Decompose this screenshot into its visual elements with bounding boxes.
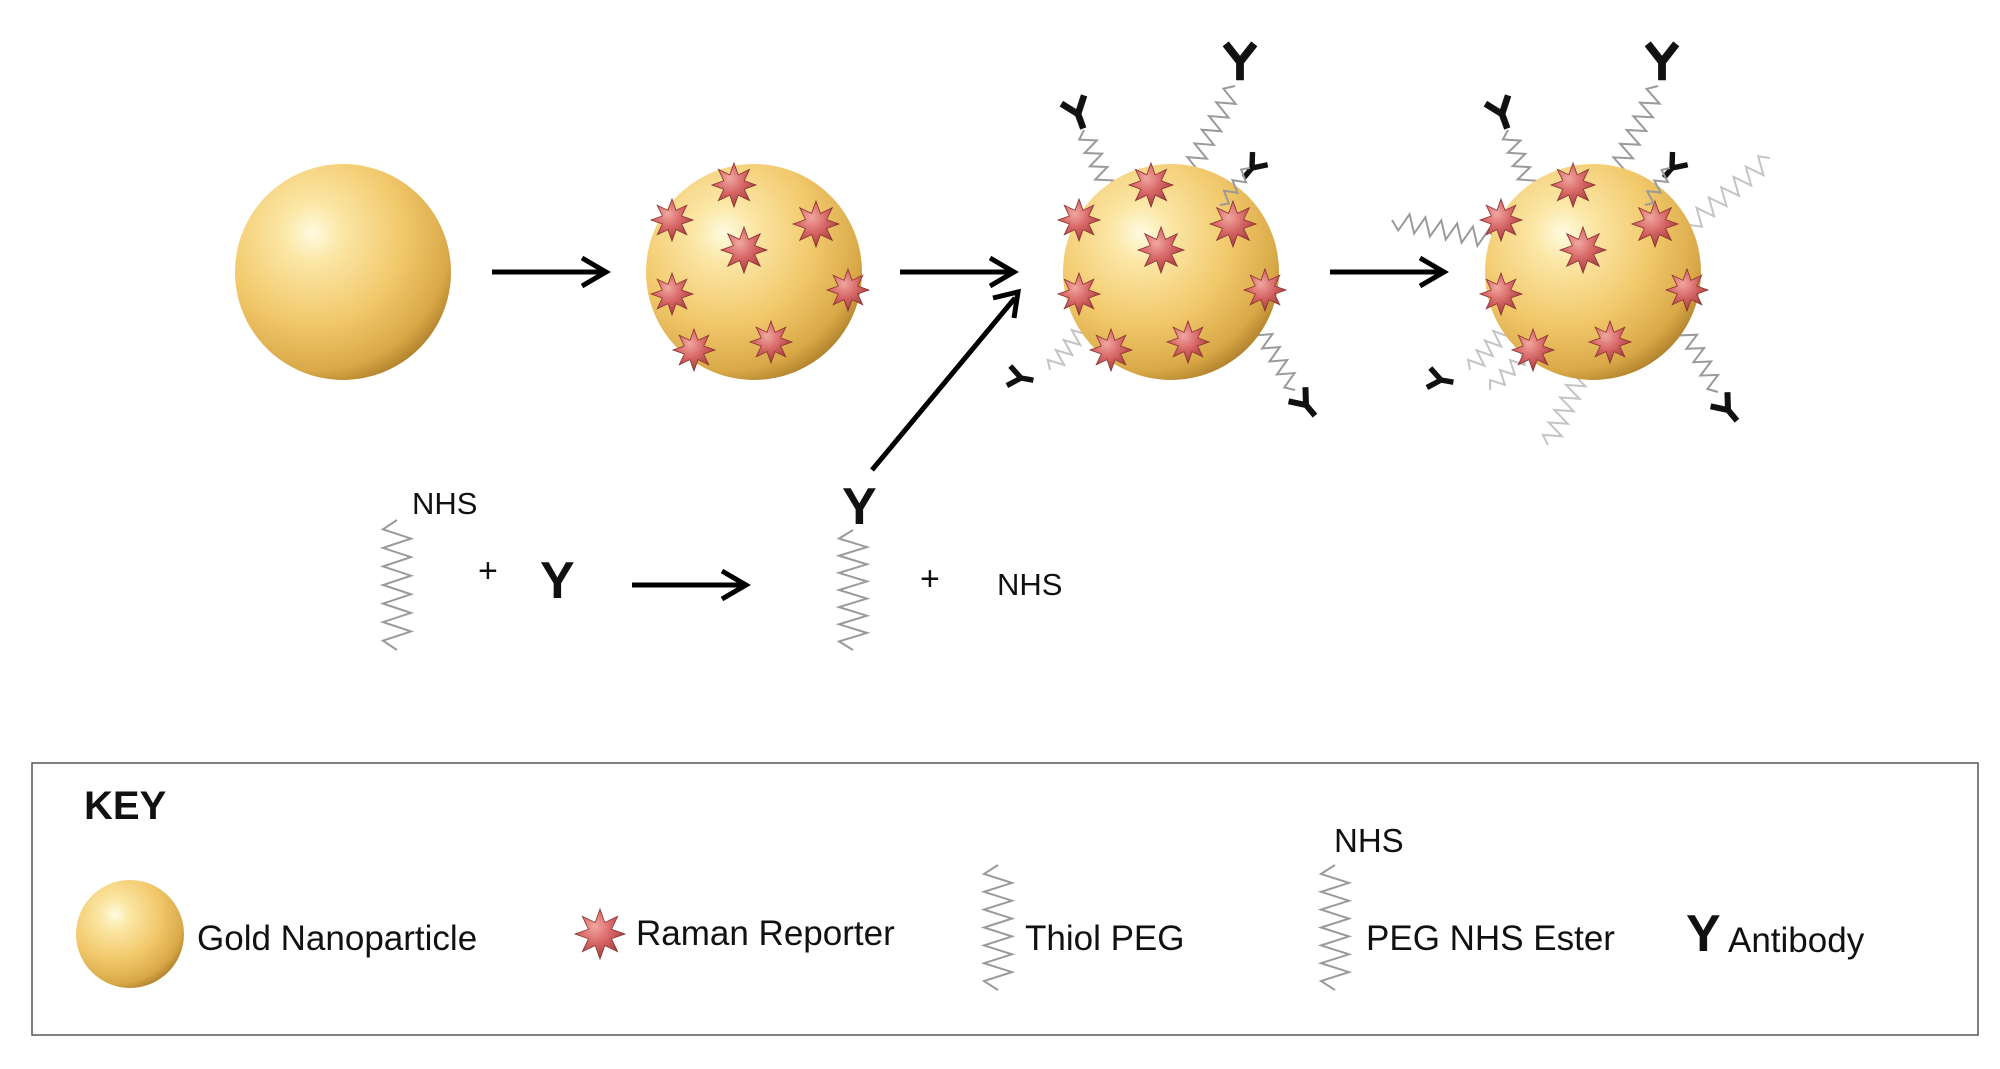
arrow-head bbox=[1418, 255, 1449, 289]
antibody-peg-chain bbox=[1501, 129, 1537, 191]
thiol-peg-chain bbox=[1489, 349, 1531, 391]
key-peg-nhs-label: PEG NHS Ester bbox=[1366, 919, 1615, 958]
thiol-peg-chain bbox=[1391, 211, 1496, 249]
antibody-peg-chain bbox=[1219, 167, 1251, 206]
thiol-peg-chain bbox=[1541, 369, 1588, 446]
antibody-icon bbox=[1222, 41, 1258, 81]
key-thiol-label: Thiol PEG bbox=[1025, 919, 1185, 958]
thiol-peg-icon bbox=[835, 529, 871, 651]
antibody-icon bbox=[1483, 94, 1512, 130]
raman-reporter-icon bbox=[1510, 327, 1556, 373]
raman-reporters bbox=[1478, 161, 1710, 373]
raman-reporter-icon bbox=[1242, 267, 1288, 313]
key-nhs-label: NHS bbox=[1334, 822, 1404, 859]
raman-reporter-icon bbox=[710, 161, 758, 209]
gold-nanoparticle-icon bbox=[1485, 164, 1701, 380]
antibody-peg-chain bbox=[1253, 324, 1297, 391]
raman-reporter-icon bbox=[825, 267, 871, 313]
raman-reporter-icon bbox=[1587, 319, 1633, 365]
raman-reporter-icon bbox=[1478, 197, 1524, 243]
arrow-head bbox=[580, 255, 611, 289]
raman-reporter-icon bbox=[1549, 161, 1597, 209]
antibody-icon bbox=[1287, 387, 1318, 418]
plus-sign: + bbox=[920, 560, 940, 598]
raman-reporter-icon bbox=[1056, 197, 1102, 243]
raman-reporter-icon bbox=[649, 271, 695, 317]
antibody-peg-chain bbox=[1677, 324, 1721, 393]
antibody-icon: Y bbox=[1686, 905, 1721, 963]
raman-reporter-icon bbox=[791, 199, 841, 249]
key-raman-label: Raman Reporter bbox=[636, 914, 895, 953]
raman-reporter-icon bbox=[671, 327, 717, 373]
raman-reporter-icon bbox=[1136, 225, 1186, 275]
raman-reporters bbox=[649, 161, 871, 373]
gold-nanoparticle-icon bbox=[646, 164, 862, 380]
thiol-peg-chain bbox=[1689, 155, 1771, 228]
plus-sign: + bbox=[478, 552, 498, 590]
antibody-peg-chain bbox=[1077, 129, 1115, 191]
antibody-icon bbox=[1644, 41, 1680, 81]
raman-reporter-icon bbox=[1127, 161, 1175, 209]
raman-reporter-icon bbox=[1478, 271, 1524, 317]
peg-nhs-ester-icon bbox=[379, 519, 415, 651]
antibody-icon bbox=[1059, 94, 1088, 130]
arrow-head bbox=[988, 255, 1019, 289]
arrow-head bbox=[720, 568, 751, 602]
antibody-icon bbox=[1709, 392, 1740, 423]
antibody-icon bbox=[1005, 364, 1034, 388]
raman-reporter-icon bbox=[719, 225, 769, 275]
arrow-head bbox=[992, 288, 1022, 319]
gold-nanoparticle-icon bbox=[76, 880, 184, 988]
key-title: KEY bbox=[84, 784, 167, 828]
arrow-icon bbox=[870, 296, 1017, 472]
antibody-peg-chain bbox=[1185, 85, 1238, 176]
raman-reporter-icon bbox=[649, 197, 695, 243]
antibody-peg-chain bbox=[1611, 85, 1662, 176]
antibody-icon: Y bbox=[842, 478, 877, 536]
raman-reporter-icon bbox=[1088, 327, 1134, 373]
key-antibody-label: Antibody bbox=[1728, 921, 1865, 960]
antibody-peg-chain bbox=[1644, 167, 1671, 206]
antibody-icon: Y bbox=[540, 552, 575, 610]
key-gold-label: Gold Nanoparticle bbox=[197, 919, 477, 958]
antibody-icon bbox=[1661, 151, 1689, 180]
raman-reporter-icon bbox=[573, 907, 627, 961]
gold-nanoparticle-icon bbox=[235, 164, 451, 380]
antibody-icon bbox=[1425, 366, 1454, 390]
raman-reporter-icon bbox=[748, 319, 794, 365]
nhs-product-label: NHS bbox=[997, 567, 1062, 602]
raman-reporter-icon bbox=[1558, 225, 1608, 275]
raman-reporter-icon bbox=[1664, 267, 1710, 313]
peg-nhs-ester-icon bbox=[1317, 864, 1353, 991]
raman-reporters bbox=[1056, 161, 1288, 373]
raman-reporter-icon bbox=[1630, 199, 1680, 249]
raman-reporter-icon bbox=[1165, 319, 1211, 365]
peg-chains bbox=[1391, 41, 1771, 446]
thiol-peg-icon bbox=[980, 864, 1016, 991]
raman-reporter-icon bbox=[1056, 271, 1102, 317]
gold-nanoparticle-icon bbox=[1063, 164, 1279, 380]
antibody-icon bbox=[1241, 151, 1269, 180]
raman-reporter-icon bbox=[573, 907, 627, 961]
raman-reporter-icon bbox=[1208, 199, 1258, 249]
nhs-label: NHS bbox=[412, 486, 477, 521]
